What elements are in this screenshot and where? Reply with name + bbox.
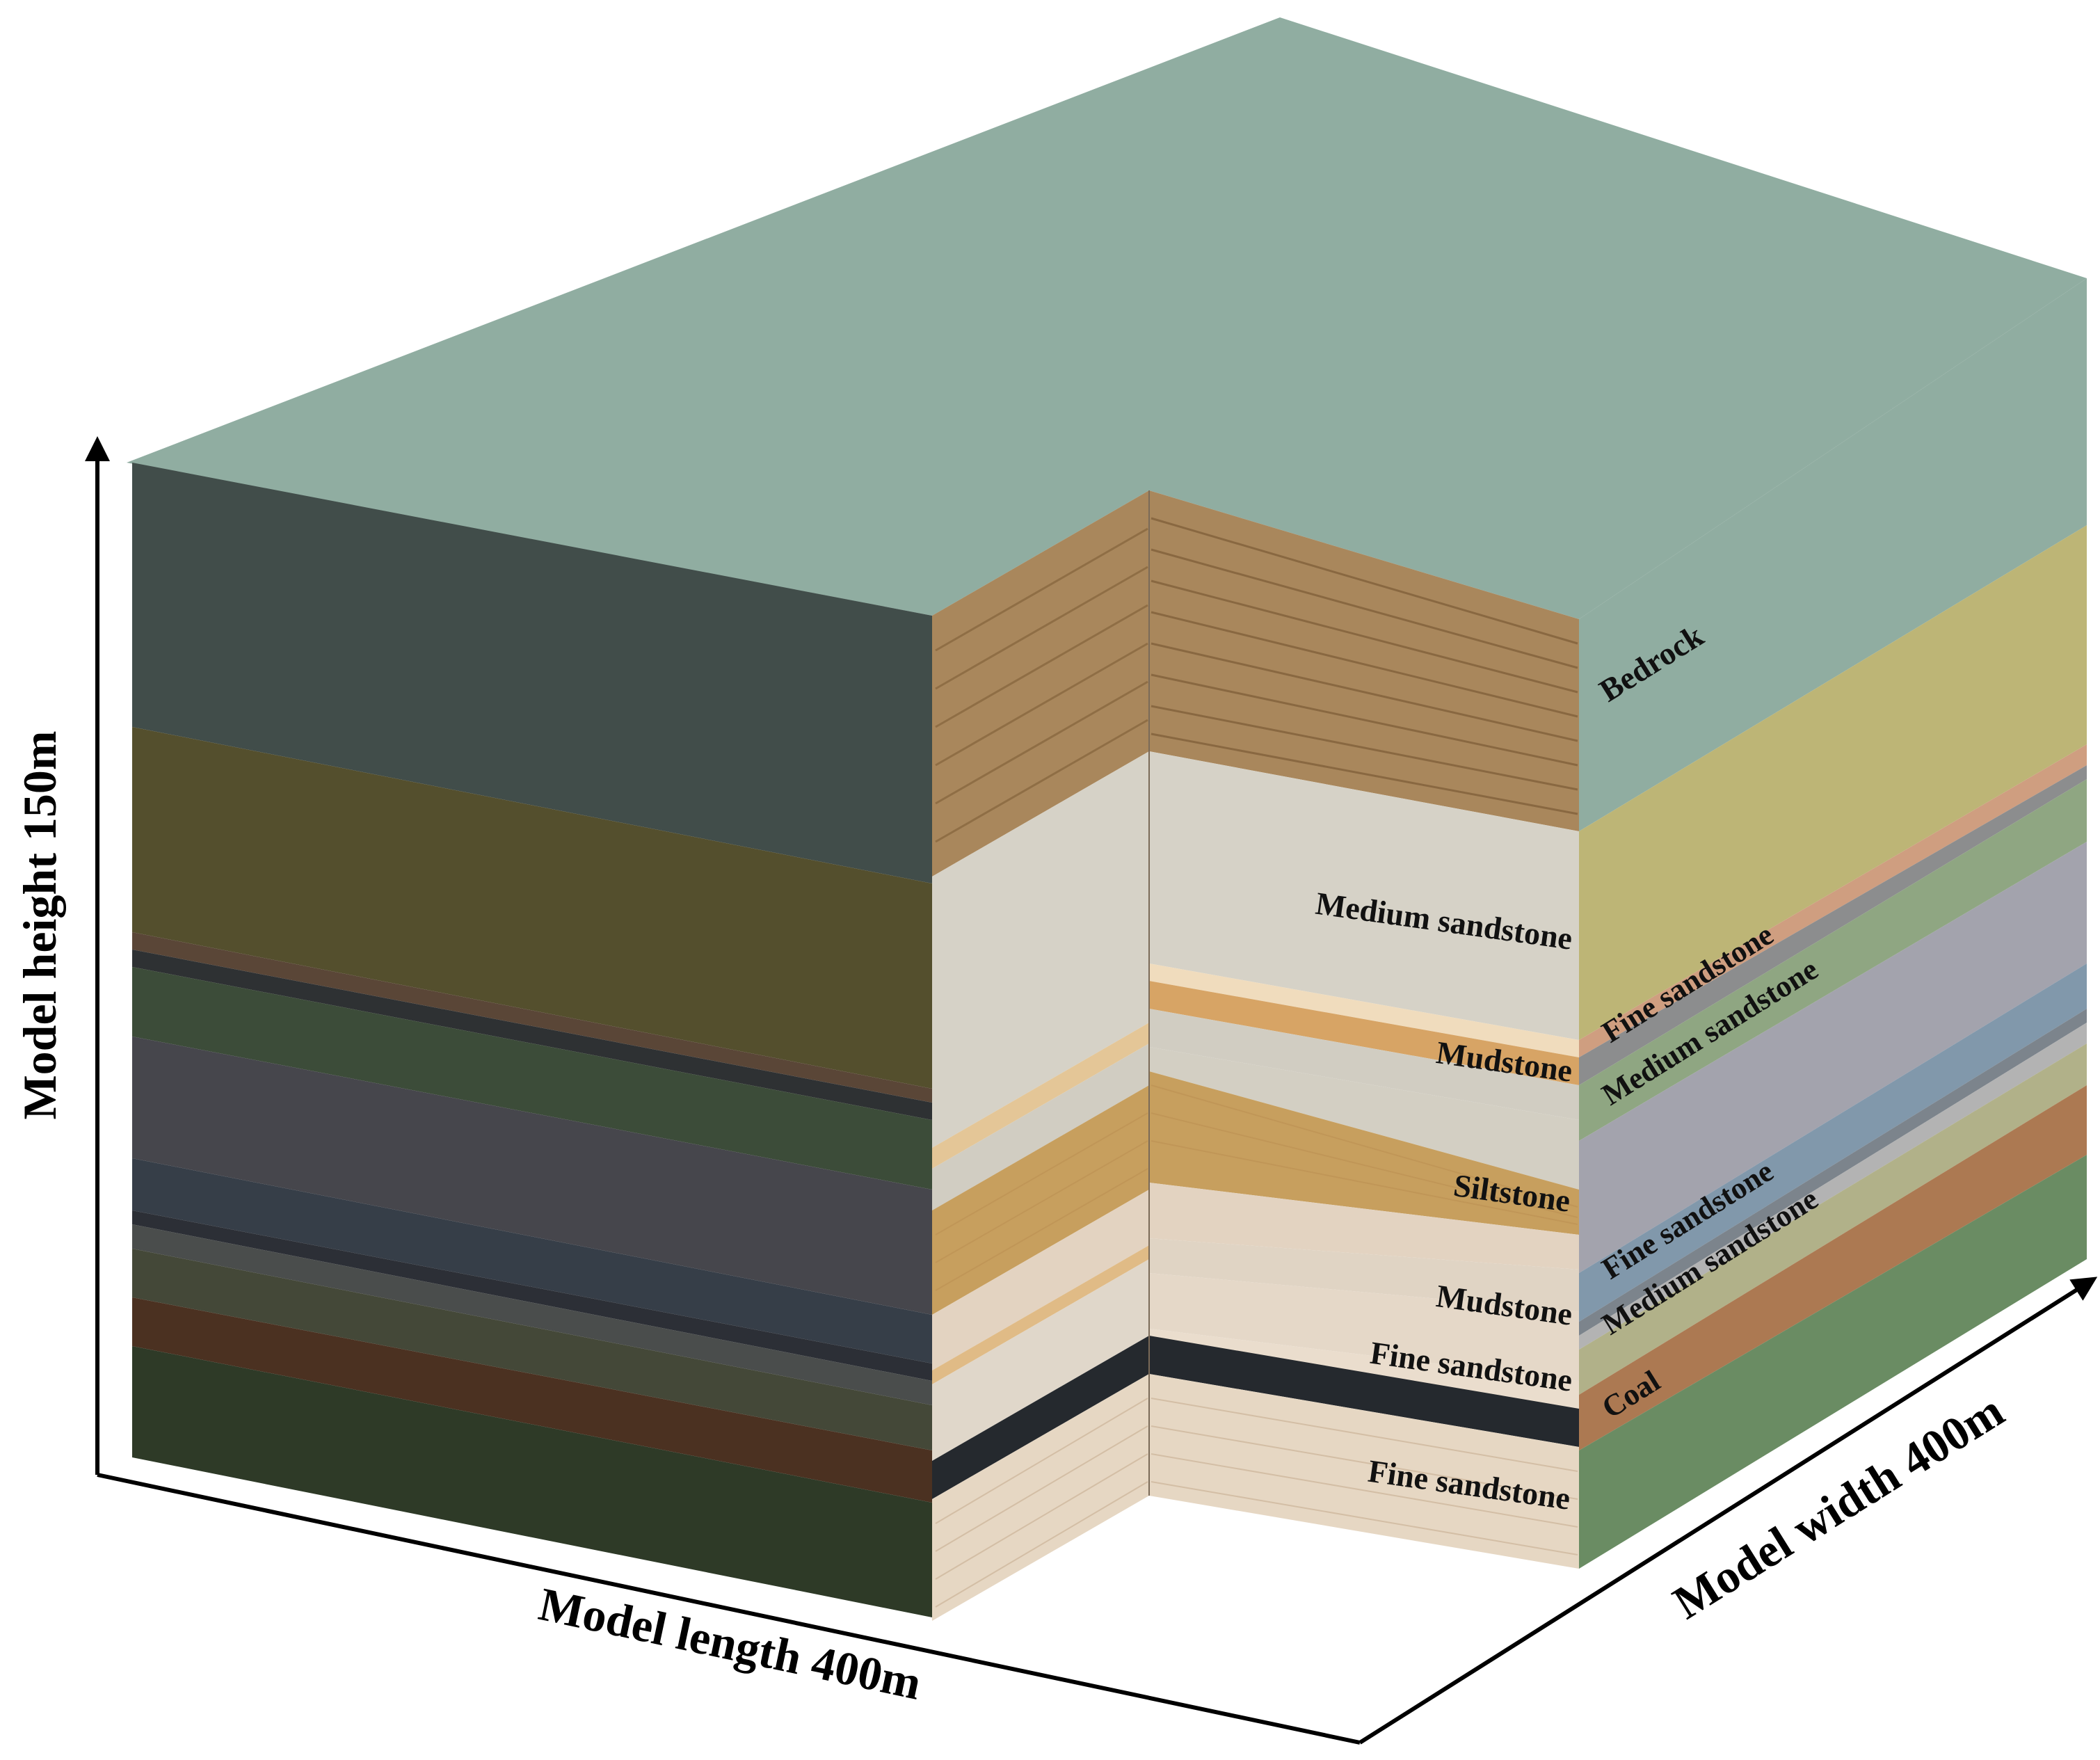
axes xyxy=(85,436,2098,1745)
left-layer-2 xyxy=(132,727,932,1089)
right-layer-6 xyxy=(1579,842,2087,1273)
right-layer-7 xyxy=(1579,963,2087,1322)
width-axis xyxy=(1358,1277,2098,1745)
right-layer-12 xyxy=(1579,1155,2087,1569)
left-layer-4 xyxy=(132,950,932,1120)
length-axis xyxy=(97,1473,1361,1745)
left-layer-6 xyxy=(132,1037,932,1315)
cutout-inner-right-wall xyxy=(1148,490,1579,1569)
left-layer-7 xyxy=(132,1158,932,1363)
left-layer-11 xyxy=(132,1297,932,1503)
left-layer-10 xyxy=(132,1249,932,1450)
right-layer-9 xyxy=(1579,1023,2087,1350)
right-layer-11 xyxy=(1579,1085,2087,1450)
right-layer-10 xyxy=(1579,1043,2087,1395)
left-layer-1 xyxy=(132,463,932,883)
right-face xyxy=(1579,278,2087,1569)
left-layer-12 xyxy=(132,1346,932,1617)
left-layer-3 xyxy=(132,932,932,1103)
height-axis-label: Model height 150m xyxy=(13,730,66,1119)
right-layer-3 xyxy=(1579,744,2087,1057)
right-layer-5 xyxy=(1579,779,2087,1141)
left-layer-5 xyxy=(132,967,932,1190)
left-face xyxy=(132,463,932,1617)
right-layer-8 xyxy=(1579,1009,2087,1336)
cutout-inner-left-wall xyxy=(932,490,1149,1621)
left-layer-8 xyxy=(132,1210,932,1381)
left-layer-9 xyxy=(132,1224,932,1405)
right-layer-4 xyxy=(1579,765,2087,1085)
top-face-bedrock xyxy=(127,17,2087,619)
right-layer-bedrock xyxy=(1579,278,2087,831)
right-layer-2 xyxy=(1579,525,2087,1040)
